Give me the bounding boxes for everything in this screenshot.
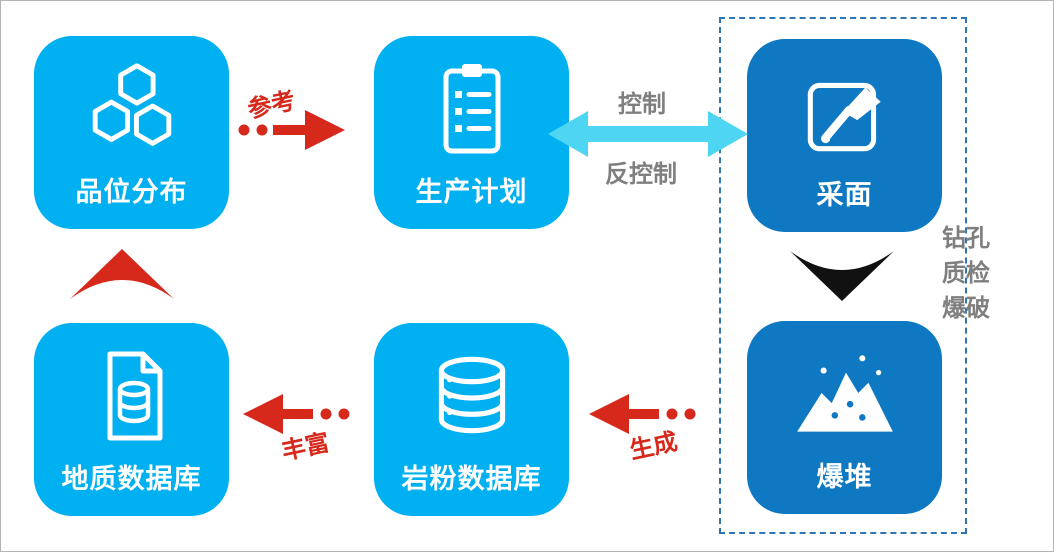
down-chevron-arrow: [790, 251, 894, 301]
control-label: 控制: [618, 90, 666, 118]
quality-check-label: 质检: [942, 259, 990, 287]
generate-arrow: [589, 394, 696, 434]
node-mining-face: 采面: [747, 39, 942, 232]
node-label: 采面: [816, 180, 873, 211]
blast-pile-icon: [796, 355, 893, 432]
mining-site-group-border: [719, 17, 967, 534]
document-database-icon: [107, 351, 162, 441]
control-double-arrow: [548, 111, 748, 157]
database-icon: [438, 356, 505, 434]
drill-label: 钻孔: [942, 224, 990, 252]
node-grade-distribution: 品位分布: [34, 36, 229, 229]
node-rock-powder-database: 岩粉数据库: [374, 323, 569, 516]
node-label: 地质数据库: [61, 464, 202, 495]
enrich-arrow: [243, 394, 350, 434]
icon-wrap: [794, 39, 896, 173]
blast-label: 爆破: [942, 294, 990, 322]
icon-wrap: [420, 323, 524, 457]
node-geology-database: 地质数据库: [34, 323, 229, 516]
node-blast-pile: 爆堆: [747, 321, 942, 514]
process-steps-labels: 钻孔 质检 爆破: [942, 221, 990, 326]
icon-wrap: [789, 321, 901, 455]
node-production-plan: 生产计划: [374, 36, 569, 229]
icon-wrap: [422, 36, 522, 170]
icon-wrap: [78, 36, 186, 170]
node-label: 爆堆: [816, 462, 873, 493]
icon-wrap: [82, 323, 182, 457]
hexagons-icon: [92, 63, 171, 146]
excavator-icon: [807, 82, 881, 152]
node-label: 生产计划: [415, 177, 528, 208]
reference-arrow: [238, 110, 345, 150]
clipboard-list-icon: [443, 64, 500, 154]
up-chevron-arrow: [70, 249, 174, 299]
counter-control-label: 反控制: [605, 160, 677, 188]
node-label: 岩粉数据库: [401, 464, 542, 495]
node-label: 品位分布: [75, 177, 188, 208]
